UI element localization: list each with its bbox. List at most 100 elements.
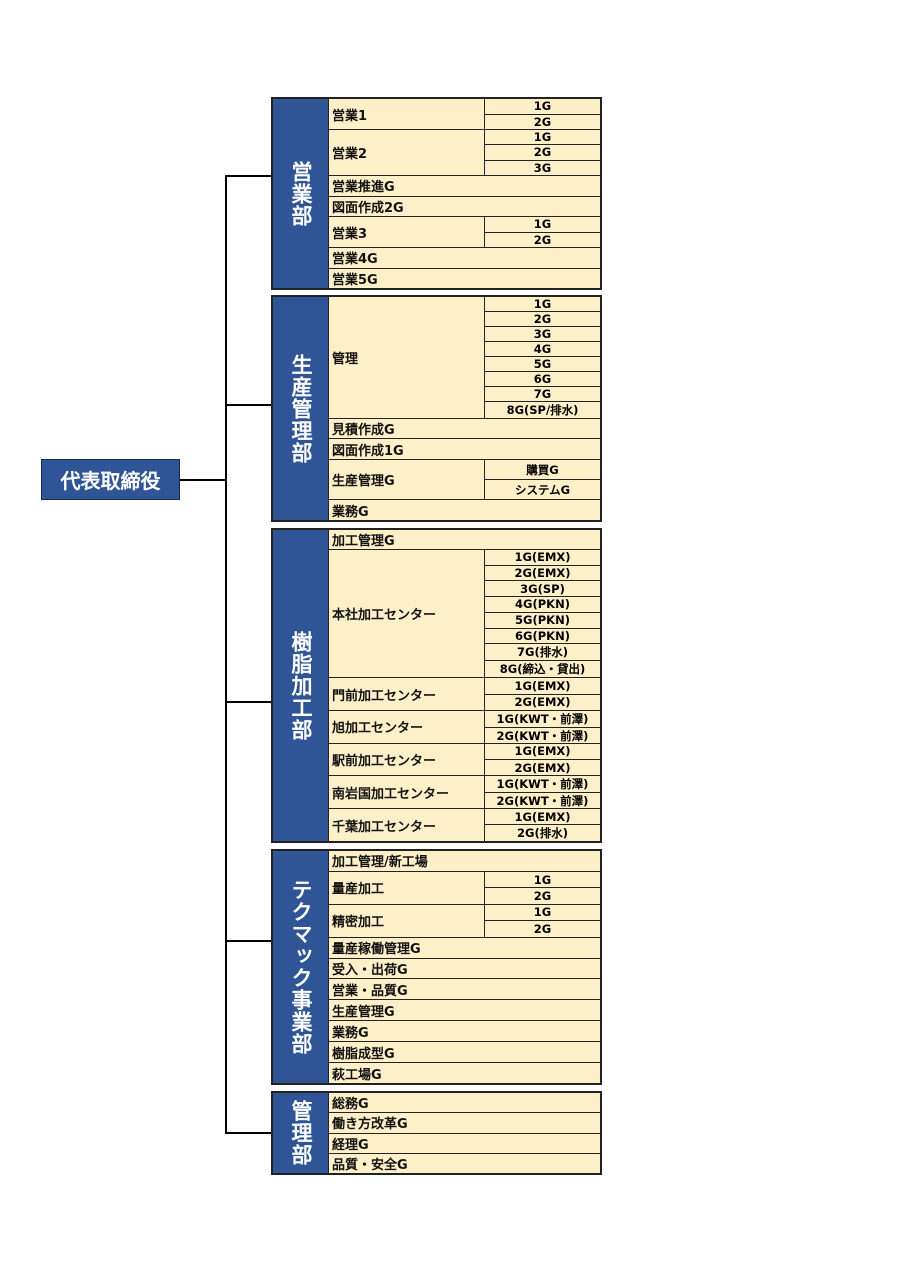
subgroup-cell: 2G [485, 312, 600, 327]
subgroup-cell: 2G [533, 921, 552, 936]
group-label: 経理G [332, 1137, 369, 1153]
subgroup-cell: 1G(EMX) [485, 744, 600, 761]
department-name: 営業部 [273, 99, 329, 288]
connector-branch [225, 175, 271, 177]
group-row: 萩工場G [329, 1063, 600, 1083]
department-name: 樹脂加工部 [273, 530, 329, 841]
group-label: 営業1 [332, 108, 368, 124]
group-row: 図面作成1G [329, 439, 600, 461]
subgroup-cell: 1G(KWT・前澤) [485, 776, 600, 794]
group-label: 総務G [332, 1097, 369, 1113]
group-row: 加工管理G [329, 530, 600, 551]
department-name-label: 営業部 [289, 160, 313, 227]
subgroup-cell: システムG [514, 482, 571, 497]
group-row: 南岩国加工センター 1G(KWT・前澤)2G(KWT・前澤) [329, 776, 600, 810]
group-row: 営業・品質G [329, 979, 600, 1001]
subgroup-cell: 2G [533, 232, 552, 247]
subgroup-cell: 3G [533, 160, 552, 175]
subgroup-cell: 1G [485, 872, 600, 889]
connector-branch [225, 1132, 271, 1134]
subgroup-cell: 2G(EMX) [514, 760, 571, 775]
subgroup-cell: 購買G [485, 460, 600, 481]
connector-branch [225, 701, 271, 703]
subgroup-cell: 2G(排水) [517, 825, 568, 840]
subgroup-cell: 2G(EMX) [514, 695, 571, 710]
subgroup-cell: 2G(KWT・前澤) [496, 794, 589, 809]
group-row: 旭加工センター 1G(KWT・前澤)2G(KWT・前澤) [329, 710, 600, 744]
group-label: 営業4G [332, 252, 378, 268]
subgroup-cell: 1G [485, 217, 600, 233]
department-name-label: 生産管理部 [289, 353, 313, 464]
group-label: 南岩国加工センター [332, 786, 450, 802]
department-name: 管理部 [273, 1093, 329, 1173]
subgroup-list: 1G(EMX)2G(排水) [484, 809, 600, 841]
group-label: 営業推進G [332, 180, 395, 196]
group-label: 生産管理G [332, 474, 395, 490]
subgroup-cell: 1G [485, 297, 600, 312]
group-label: 品質・安全G [332, 1157, 408, 1173]
group-row: 営業4G [329, 248, 600, 269]
subgroup-cell: 8G(締込・貸出) [499, 662, 586, 677]
connector-branch [225, 940, 271, 942]
group-label: 加工管理G [332, 534, 395, 550]
department-name-label: 樹脂加工部 [289, 630, 313, 741]
subgroup-cell: 7G(排水) [485, 644, 600, 662]
group-label: 業務G [332, 504, 369, 520]
group-label: 図面作成2G [332, 200, 404, 216]
group-label: 生産管理G [332, 1004, 395, 1020]
subgroup-cell: 1G(EMX) [485, 809, 600, 825]
ceo-box: 代表取締役 [41, 459, 180, 500]
department-name: 生産管理部 [273, 297, 329, 520]
subgroup-list: 1G(EMX)2G(EMX) [484, 678, 600, 710]
group-label: 営業・品質G [332, 983, 408, 999]
connector-trunk [225, 175, 227, 1134]
group-label: 営業5G [332, 272, 378, 288]
subgroup-cell: 1G(EMX) [485, 678, 600, 695]
connector-ceo [180, 479, 226, 481]
group-row: 営業5G [329, 269, 600, 289]
group-label: 樹脂成型G [332, 1046, 395, 1062]
group-row: 樹脂成型G [329, 1042, 600, 1064]
subgroup-cell: 1G(KWT・前澤) [485, 711, 600, 728]
subgroup-cell: 2G [533, 889, 552, 904]
group-row: 加工管理/新工場 [329, 851, 600, 872]
subgroup-cell: 5G(PKN) [485, 613, 600, 629]
group-label: 営業3 [332, 226, 368, 242]
group-label: 門前加工センター [332, 688, 437, 704]
group-label: 業務G [332, 1025, 369, 1041]
subgroup-cell: 4G(PKN) [485, 597, 600, 613]
group-label: 営業2 [332, 147, 368, 162]
connector-branch [225, 404, 271, 406]
group-label: 旭加工センター [332, 721, 424, 737]
subgroup-cell: 2G(KWT・前澤) [496, 728, 589, 743]
group-label: 見積作成G [332, 423, 395, 439]
group-label: 受入・出荷G [332, 962, 408, 978]
subgroup-list: 1G(KWT・前澤)2G(KWT・前澤) [484, 776, 600, 808]
subgroup-cell: 3G(SP) [485, 581, 600, 598]
group-label: 量産加工 [332, 882, 385, 898]
department-name-label: テクマック事業部 [289, 879, 313, 1055]
subgroup-list: 1G(EMX)2G(EMX) [484, 743, 600, 776]
department-name-label: 管理部 [289, 1100, 313, 1166]
subgroup-list: 1G(EMX)2G(EMX)3G(SP)4G(PKN)5G(PKN)6G(PKN… [484, 550, 600, 678]
